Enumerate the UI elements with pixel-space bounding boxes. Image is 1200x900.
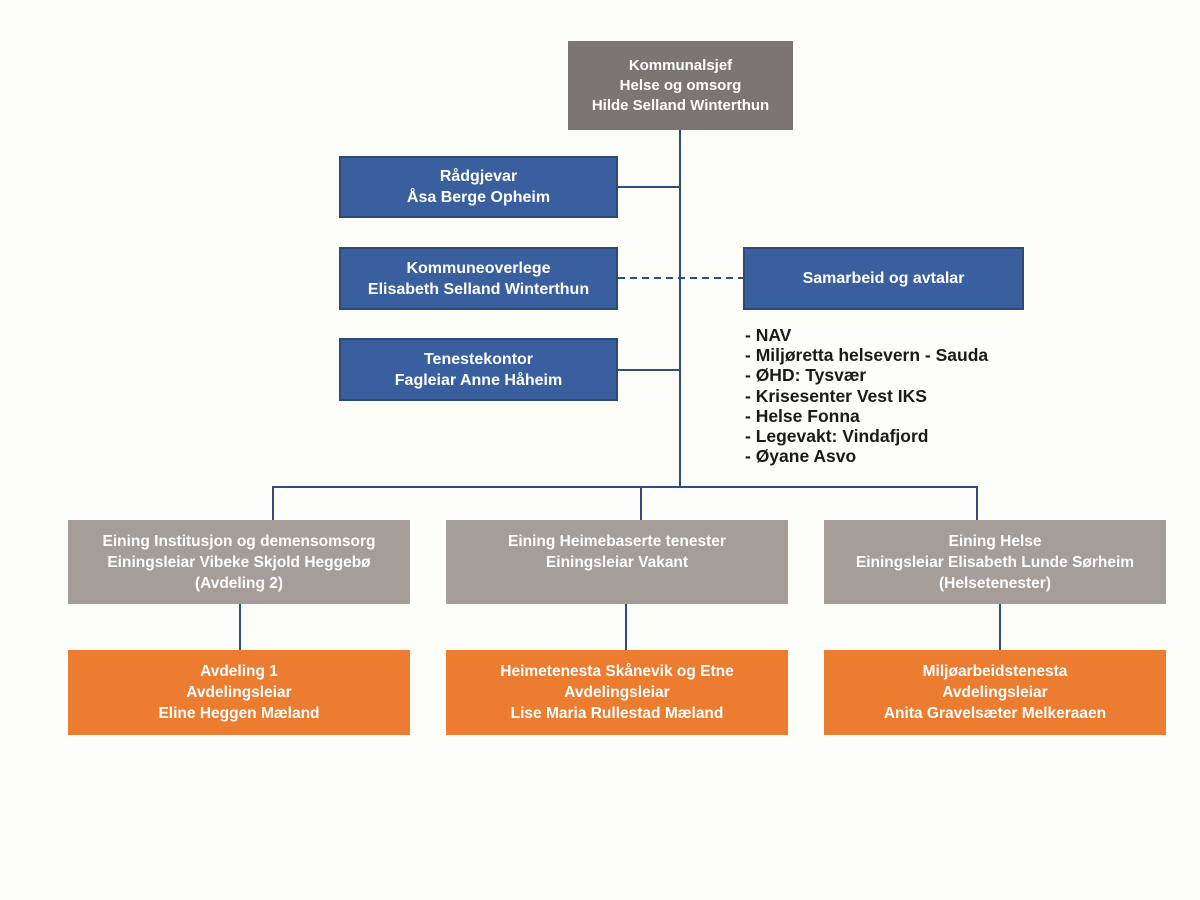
node-person: Åsa Berge Opheim: [406, 189, 551, 206]
node-title: Miljøarbeidstenesta: [922, 663, 1068, 680]
node-title: Samarbeid og avtalar: [802, 270, 965, 287]
partner-list-item: - Helse Fonna: [745, 405, 860, 426]
node-note: (Helsetenester): [939, 575, 1051, 592]
node-subtitle: Helse og omsorg: [619, 76, 742, 94]
partner-list-item: - Krisesenter Vest IKS: [745, 385, 927, 406]
partner-list-item: - ØHD: Tysvær: [745, 365, 867, 386]
partner-list-item: - Øyane Asvo: [745, 446, 857, 467]
node-person: Hilde Selland Winterthun: [591, 96, 770, 114]
node-person: Elisabeth Selland Winterthun: [367, 280, 590, 298]
node-title: Eining Institusjon og demensomsorg: [102, 533, 376, 550]
node-kommunalsjef: Kommunalsjef Helse og omsorg Hilde Sella…: [568, 41, 793, 130]
node-eining-institusjon: Eining Institusjon og demensomsorg Einin…: [68, 520, 410, 604]
node-samarbeid-og-avtalar: Samarbeid og avtalar: [743, 247, 1024, 310]
node-title: Eining Heimebaserte tenester: [508, 533, 726, 550]
node-note: (Avdeling 2): [194, 575, 284, 592]
partner-list-item: - NAV: [745, 325, 792, 345]
partner-list-item: - Miljøretta helsevern - Sauda: [745, 345, 989, 366]
node-person: Anita Gravelsæter Melkeraaen: [883, 705, 1107, 722]
node-title: Kommuneoverlege: [406, 259, 551, 277]
node-person: Einingsleiar Vibeke Skjold Heggebø: [107, 554, 371, 571]
node-title: Tenestekontor: [423, 350, 534, 368]
node-eining-helse: Eining Helse Einingsleiar Elisabeth Lund…: [824, 520, 1166, 604]
node-title: Kommunalsjef: [628, 56, 733, 74]
node-miljoarbeidstenesta: Miljøarbeidstenesta Avdelingsleiar Anita…: [824, 650, 1166, 735]
node-heimetenesta: Heimetenesta Skånevik og Etne Avdelingsl…: [446, 650, 788, 735]
node-person: Lise Maria Rullestad Mæland: [510, 705, 724, 722]
node-role: Avdelingsleiar: [564, 684, 670, 701]
node-tenestekontor: Tenestekontor Fagleiar Anne Håheim: [339, 338, 618, 401]
node-title: Eining Helse: [948, 533, 1042, 550]
node-person: Einingsleiar Vakant: [545, 554, 689, 571]
node-kommuneoverlege: Kommuneoverlege Elisabeth Selland Winter…: [339, 247, 618, 310]
node-person: Eline Heggen Mæland: [158, 705, 320, 722]
node-avdeling-1: Avdeling 1 Avdelingsleiar Eline Heggen M…: [68, 650, 410, 735]
node-title: Heimetenesta Skånevik og Etne: [500, 663, 734, 680]
node-role: Avdelingsleiar: [942, 684, 1048, 701]
node-eining-heimebaserte: Eining Heimebaserte tenester Einingsleia…: [446, 520, 788, 604]
node-title: Avdeling 1: [200, 663, 278, 680]
node-person: Einingsleiar Elisabeth Lunde Sørheim: [855, 554, 1135, 571]
node-radgjevar: Rådgjevar Åsa Berge Opheim: [339, 156, 618, 218]
partner-list-item: - Legevakt: Vindafjord: [745, 426, 929, 447]
partner-list: - NAV - Miljøretta helsevern - Sauda - Ø…: [745, 325, 1055, 466]
node-title: Rådgjevar: [439, 168, 518, 185]
node-person: Fagleiar Anne Håheim: [394, 371, 563, 389]
node-role: Avdelingsleiar: [186, 684, 292, 701]
